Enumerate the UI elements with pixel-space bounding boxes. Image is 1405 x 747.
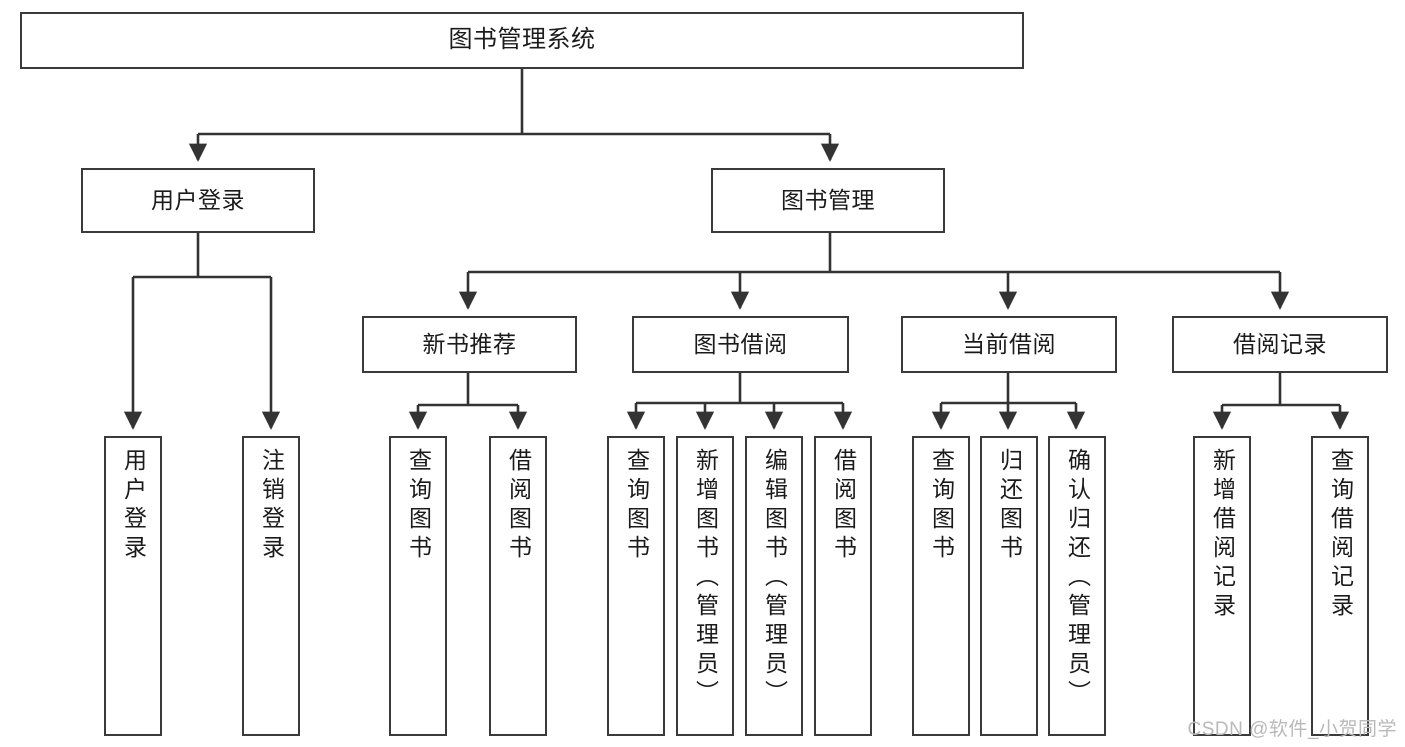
node-user-login-label: 用户登录: [151, 186, 245, 213]
leaf-return-book[interactable]: 归还图书: [980, 436, 1038, 736]
leaf-add-book-label: 新增图书（管理员）: [692, 448, 719, 709]
node-borrow-record-label: 借阅记录: [1233, 330, 1327, 357]
leaf-query-book-1-label: 查询图书: [405, 448, 432, 564]
leaf-borrow-book-2[interactable]: 借阅图书: [814, 436, 872, 736]
node-borrow-record[interactable]: 借阅记录: [1172, 316, 1388, 373]
leaf-confirm-return[interactable]: 确认归还（管理员）: [1048, 436, 1106, 736]
leaf-edit-book[interactable]: 编辑图书（管理员）: [745, 436, 803, 736]
node-root-label: 图书管理系统: [448, 26, 596, 54]
leaf-add-book[interactable]: 新增图书（管理员）: [676, 436, 734, 736]
node-book-manage[interactable]: 图书管理: [711, 168, 945, 233]
leaf-edit-book-label: 编辑图书（管理员）: [761, 448, 788, 709]
leaf-query-book-2[interactable]: 查询图书: [607, 436, 665, 736]
leaf-borrow-book-1[interactable]: 借阅图书: [489, 436, 547, 736]
leaf-add-record-label: 新增借阅记录: [1209, 448, 1236, 622]
leaf-borrow-book-2-label: 借阅图书: [830, 448, 857, 564]
node-new-book-recommend[interactable]: 新书推荐: [362, 316, 577, 373]
node-new-book-recommend-label: 新书推荐: [422, 330, 517, 357]
leaf-query-book-2-label: 查询图书: [623, 448, 650, 564]
leaf-return-book-label: 归还图书: [996, 448, 1023, 564]
node-current-borrow-label: 当前借阅: [962, 330, 1056, 357]
node-book-borrow-label: 图书借阅: [693, 330, 788, 357]
leaf-query-record-label: 查询借阅记录: [1327, 448, 1354, 622]
leaf-query-book-1[interactable]: 查询图书: [389, 436, 447, 736]
leaf-user-login-label: 用户登录: [120, 448, 147, 564]
leaf-query-book-3[interactable]: 查询图书: [912, 436, 970, 736]
leaf-add-record[interactable]: 新增借阅记录: [1193, 436, 1251, 736]
leaf-user-login[interactable]: 用户登录: [104, 436, 162, 736]
leaf-confirm-return-label: 确认归还（管理员）: [1064, 448, 1091, 709]
leaf-logout-login[interactable]: 注销登录: [242, 436, 300, 736]
leaf-logout-login-label: 注销登录: [258, 448, 285, 564]
node-book-borrow[interactable]: 图书借阅: [632, 316, 849, 373]
leaf-borrow-book-1-label: 借阅图书: [505, 448, 532, 564]
leaf-query-record[interactable]: 查询借阅记录: [1311, 436, 1369, 736]
node-user-login[interactable]: 用户登录: [81, 168, 315, 233]
node-current-borrow[interactable]: 当前借阅: [901, 316, 1117, 373]
node-book-manage-label: 图书管理: [781, 186, 875, 213]
leaf-query-book-3-label: 查询图书: [928, 448, 955, 564]
node-root[interactable]: 图书管理系统: [20, 12, 1024, 69]
